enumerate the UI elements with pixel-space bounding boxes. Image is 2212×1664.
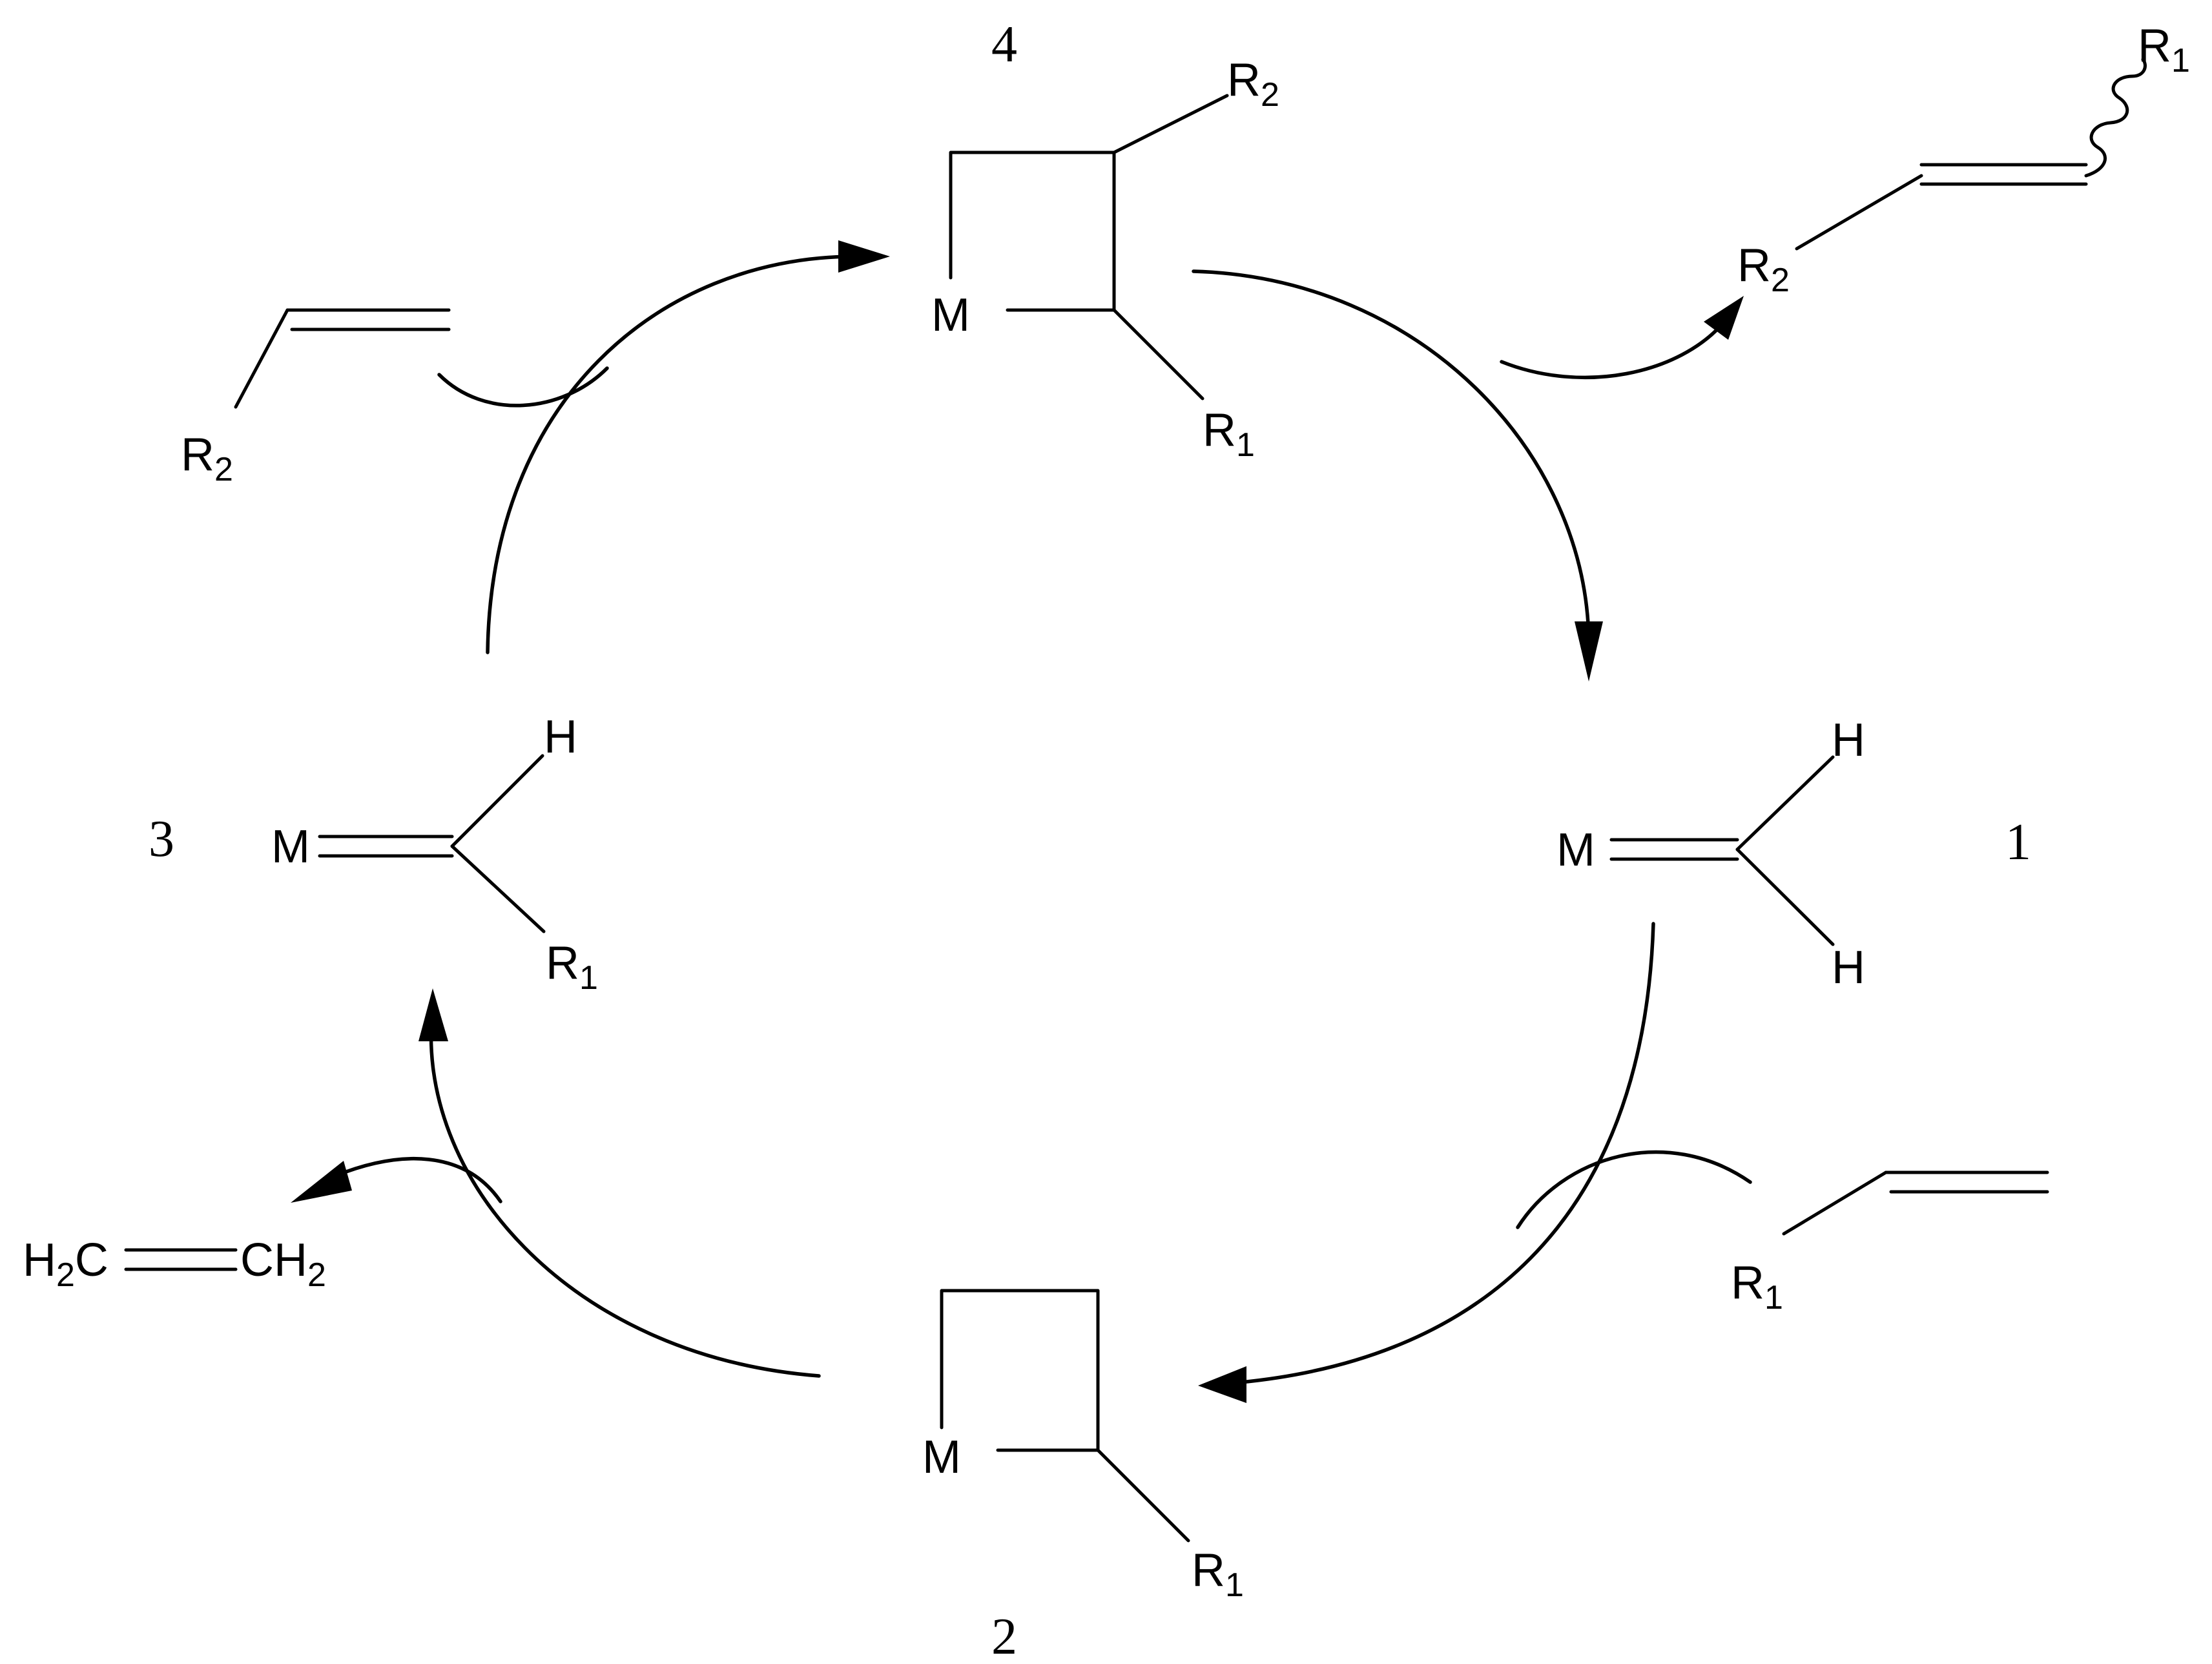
wavy-bond-prod-r1 <box>2084 57 2147 178</box>
bond-3-r1 <box>450 844 546 933</box>
atom-prod-r2: R2 <box>1737 240 1790 299</box>
alkene-product-r1-r2: R2 R1 <box>1737 20 2190 299</box>
atom-1-h-top: H <box>1832 714 1865 766</box>
arrowhead-3-to-4 <box>838 240 890 273</box>
atom-1-metal: M <box>1556 824 1595 876</box>
atom-ethylene-right: CH2 <box>240 1234 326 1294</box>
alkene-r1-substrate: R1 <box>1731 1170 2049 1316</box>
ethylene-product: H2C CH2 <box>23 1234 326 1294</box>
compound-label-3: 3 <box>149 811 174 868</box>
ring-2-bonds <box>940 1289 1100 1452</box>
arc-1-to-2 <box>1238 922 1655 1384</box>
side-arrow-ethylene-out <box>334 1157 502 1203</box>
side-arrow-product-out <box>1500 320 1726 380</box>
arc-4-to-1 <box>1192 269 1591 641</box>
side-arrow-r1-in <box>1516 1150 1752 1229</box>
arrowhead-2-to-3 <box>419 988 448 1041</box>
ring-4-bonds <box>949 151 1116 312</box>
arrowhead-1-to-2 <box>1198 1366 1246 1403</box>
alkene-r2-substrate: R2 <box>181 308 451 488</box>
compound-label-2: 2 <box>991 1608 1017 1664</box>
atom-2-metal: M <box>922 1431 961 1483</box>
atom-3-r1: R1 <box>546 937 598 997</box>
bond-3-h <box>450 754 544 848</box>
atom-3-h: H <box>544 711 577 763</box>
side-arrow-r2-in <box>437 366 609 408</box>
methylidene-1: M H H <box>1556 714 1865 993</box>
atom-4-metal: M <box>931 289 970 341</box>
metallacyclobutane-2: M R1 <box>922 1289 1244 1604</box>
arc-2-to-3 <box>429 1006 821 1378</box>
bond-prod-r2 <box>1795 174 1923 251</box>
bond-4-r2 <box>1112 94 1229 154</box>
bond-sub2-single <box>234 308 289 409</box>
arrowhead-4-to-1 <box>1575 621 1603 681</box>
atom-4-r2: R2 <box>1227 54 1279 114</box>
atom-4-r1: R1 <box>1203 404 1255 464</box>
bond-sub1-single <box>1782 1170 1888 1236</box>
arrowhead-ethylene-out <box>291 1161 352 1203</box>
bond-2-r1 <box>1096 1448 1190 1543</box>
atom-sub2-r2: R2 <box>181 429 233 488</box>
atom-2-r1: R1 <box>1192 1544 1244 1604</box>
atom-1-h-bottom: H <box>1832 942 1865 993</box>
arrowhead-product-out <box>1704 296 1744 340</box>
alkylidene-3: M H R1 <box>271 711 598 997</box>
arc-3-to-4 <box>486 255 854 654</box>
bond-1-h-bottom <box>1735 848 1835 946</box>
compound-label-4: 4 <box>991 16 1017 73</box>
bond-4-r1 <box>1112 308 1204 400</box>
atom-ethylene-left: H2C <box>23 1234 109 1294</box>
atom-sub1-r1: R1 <box>1731 1257 1783 1316</box>
atom-prod-r1: R1 <box>2138 20 2190 79</box>
bond-1-h-top <box>1735 755 1835 851</box>
metallacyclobutane-4: M R2 R1 <box>931 54 1279 464</box>
compound-label-1: 1 <box>2005 814 2031 871</box>
atom-3-metal: M <box>271 821 310 873</box>
